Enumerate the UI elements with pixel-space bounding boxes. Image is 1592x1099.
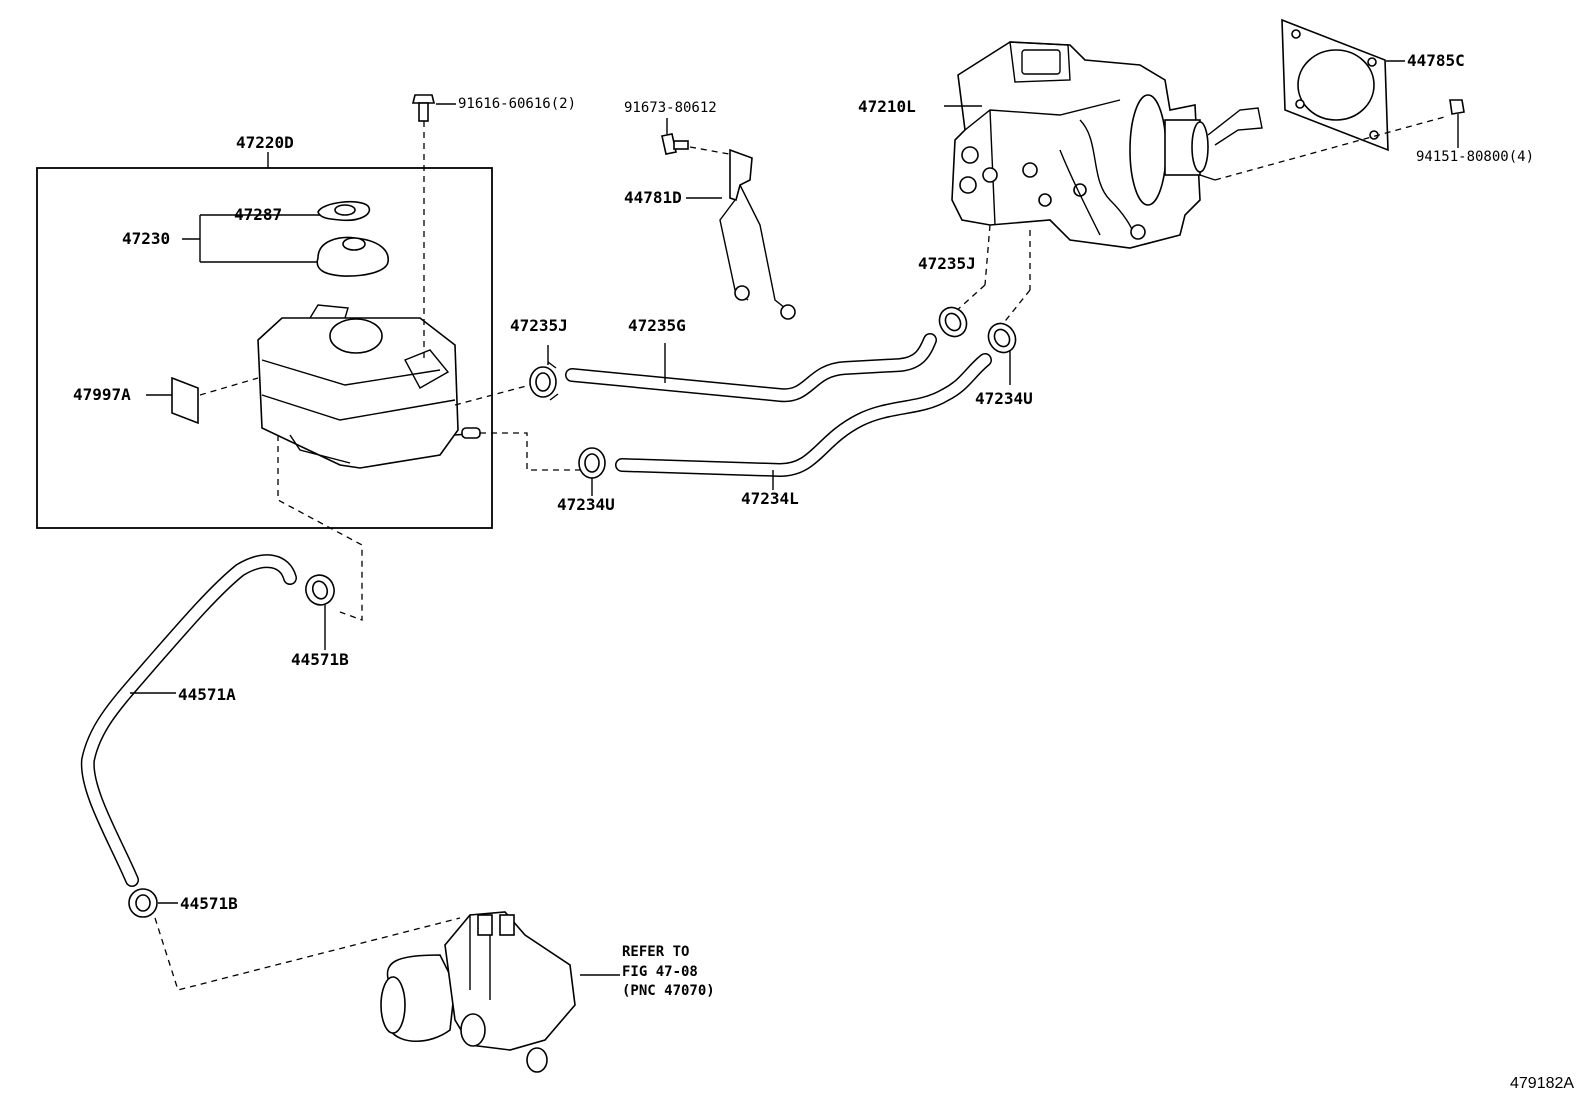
hose-47234L: [615, 353, 992, 477]
bracket-44781D: [719, 148, 796, 320]
hose-44571A: [80, 554, 297, 887]
brake-fluid-reservoir: [257, 304, 481, 469]
label-47220D: 47220D: [236, 133, 294, 152]
clamp-44571B-lower: [128, 888, 158, 918]
reference-note: REFER TO FIG 47-08 (PNC 47070): [622, 943, 715, 1002]
clamp-47235J-right: [938, 306, 968, 338]
label-47235J-left: 47235J: [510, 316, 568, 335]
label-47287: 47287: [234, 205, 283, 224]
reservoir-group-box: [36, 167, 493, 529]
brake-booster-assembly: [951, 41, 1263, 249]
label-44781D: 44781D: [624, 188, 682, 207]
reference-note-line1: REFER TO: [622, 944, 690, 960]
gasket-44785C: [1281, 18, 1389, 152]
label-91616: 91616-60616(2): [458, 96, 577, 112]
nut-94151: [1449, 99, 1465, 115]
clamp-47234U-right: [987, 322, 1017, 354]
label-47234U-right: 47234U: [975, 389, 1033, 408]
label-47210L: 47210L: [858, 97, 916, 116]
label-44571B-lower: 44571B: [180, 894, 238, 913]
gasket-47287: [317, 200, 371, 222]
caution-label-sticker: [171, 376, 199, 425]
label-47230: 47230: [122, 229, 171, 248]
label-47234U-left: 47234U: [557, 495, 615, 514]
clamp-47235J-left: [529, 361, 559, 401]
figure-id: 479182A: [1510, 1075, 1575, 1092]
bolt-91616: [411, 94, 436, 122]
reference-note-line3: (PNC 47070): [622, 983, 715, 1000]
label-44571B-upper: 44571B: [291, 650, 349, 669]
reference-note-line2: FIG 47-08: [622, 963, 698, 980]
label-47235G: 47235G: [628, 316, 686, 335]
label-44785C: 44785C: [1407, 51, 1465, 70]
label-47235J-right: 47235J: [918, 254, 976, 273]
clamp-47234U-left: [578, 447, 606, 479]
hose-47235G: [565, 333, 937, 403]
bolt-91673: [661, 133, 689, 155]
label-47997A: 47997A: [73, 385, 131, 404]
label-44571A: 44571A: [178, 685, 236, 704]
clamp-44571B-upper: [305, 574, 335, 606]
label-94151: 94151-80800(4): [1416, 149, 1535, 165]
reservoir-cap: [316, 236, 389, 277]
label-91673: 91673-80612: [624, 100, 717, 116]
pump-assembly: [380, 911, 576, 1073]
label-47234L: 47234L: [741, 489, 799, 508]
